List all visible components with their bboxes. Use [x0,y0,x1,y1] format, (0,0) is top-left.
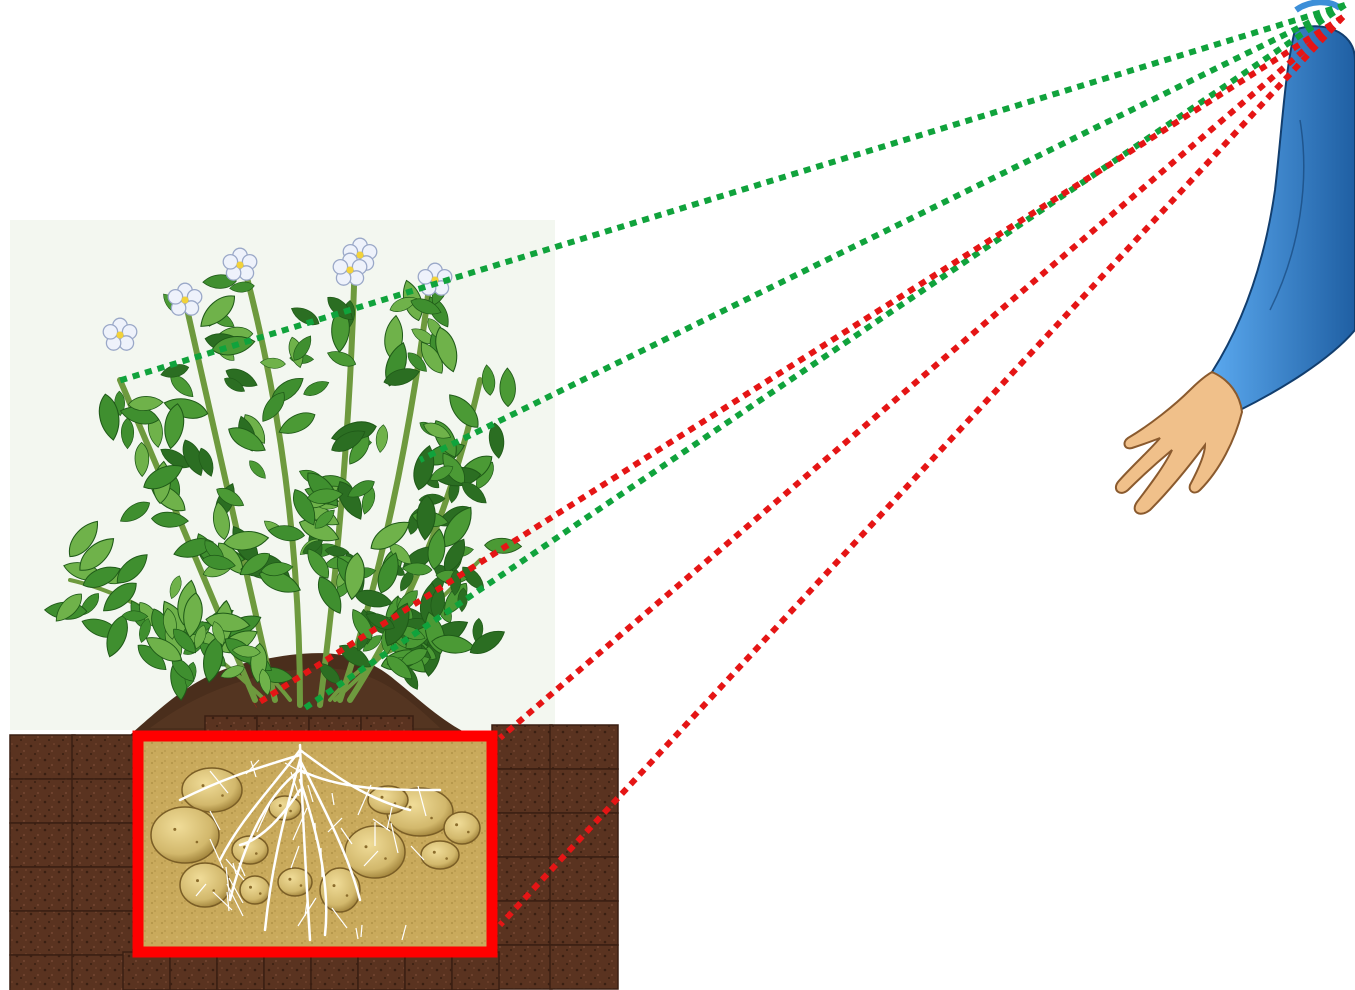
soil-block [550,901,618,945]
soil-block [452,952,499,990]
soil-block [72,779,140,823]
soil-block [72,911,140,955]
soil-block [550,945,618,989]
soil-block [10,867,75,911]
soil-block [492,769,552,813]
soil-block [72,823,140,867]
soil-block [10,735,75,779]
pointing-hand-icon [1116,372,1242,514]
soil-block [550,725,618,769]
soil-block [72,867,140,911]
potato-tuber-icon [240,876,270,904]
soil-block [311,952,358,990]
potato-tuber-icon [182,768,242,812]
potato-tuber-icon [421,841,459,869]
soil-block [492,945,552,989]
soil-block [405,952,452,990]
soil-block [10,911,75,955]
underground-section [140,738,490,948]
soil-block [10,823,75,867]
soil-block [217,952,264,990]
potato-tuber-icon [151,807,219,863]
soil-block [170,952,217,990]
soil-block [550,813,618,857]
soil-block [358,952,405,990]
green-dotted-line [115,5,1345,382]
soil-block [550,857,618,901]
potato-tuber-icon [444,812,480,844]
soil-block [492,725,552,769]
soil-block [10,779,75,823]
soil-block [492,813,552,857]
soil-block [123,952,170,990]
soil-block [550,769,618,813]
soil-block [264,952,311,990]
soil-block [72,735,140,779]
soil-block [10,955,75,990]
